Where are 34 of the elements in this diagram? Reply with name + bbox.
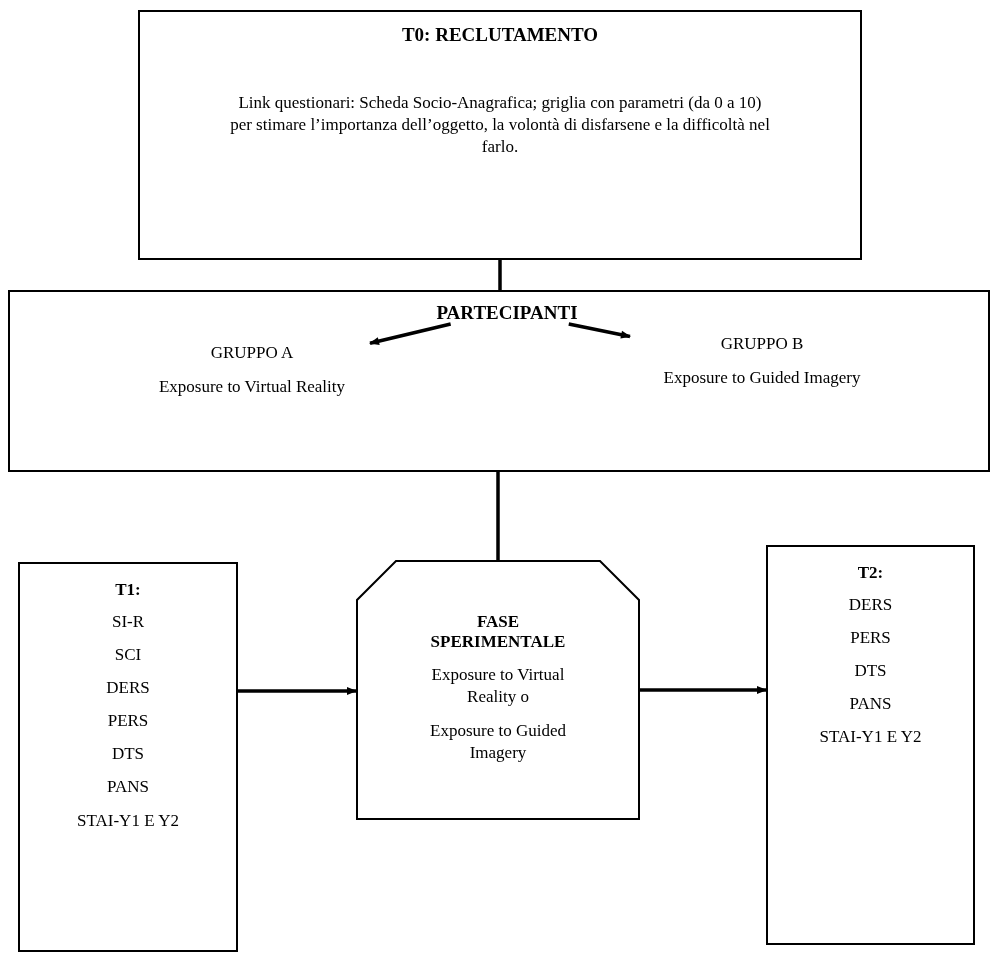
measure-label: PANS [107,776,149,799]
arrow [640,686,767,694]
description-text: Exposure to Virtual Reality [158,376,346,399]
connector-line [498,260,502,290]
connector-line [496,472,500,560]
group-label: GRUPPO A [210,342,294,364]
group-panel [8,290,990,472]
heading-text: T2: [857,563,884,583]
measure-label: PANS [849,693,892,716]
heading-text: PARTECIPANTI [436,302,578,324]
heading-text: T0: RECLUTAMENTO [401,24,599,46]
group-label: GRUPPO B [720,333,804,355]
measure-box [766,545,975,945]
description-text: Link questionari: Scheda Socio-Anagrafica; griglia con parametri (da 0 a 10) per stimare l’importanza dell’oggetto, la volontà di disfarsene e la difficoltà nel farlo. [230,92,770,159]
arrow [568,322,631,339]
arrow [238,687,357,695]
measure-label: PERS [850,627,891,650]
heading-text: FASE SPERIMENTALE [429,612,567,652]
measure-label: SI-R [111,611,145,633]
measure-label: DTS [111,743,145,766]
description-text: Exposure to Guided Imagery [429,720,567,765]
measure-box [18,562,238,952]
measure-label: STAI-Y1 E Y2 [819,726,922,749]
measure-label: DERS [848,594,893,616]
measure-label: PERS [107,710,149,733]
description-text: Exposure to Virtual Reality o [430,664,566,709]
measure-label: STAI-Y1 E Y2 [77,809,179,832]
phase-box [138,10,862,260]
measure-label: SCI [114,644,142,667]
description-text: Exposure to Guided Imagery [663,367,861,390]
measure-label: DTS [854,660,887,683]
heading-text: T1: [115,580,141,600]
arrow [369,322,452,346]
measure-label: DERS [106,677,150,700]
